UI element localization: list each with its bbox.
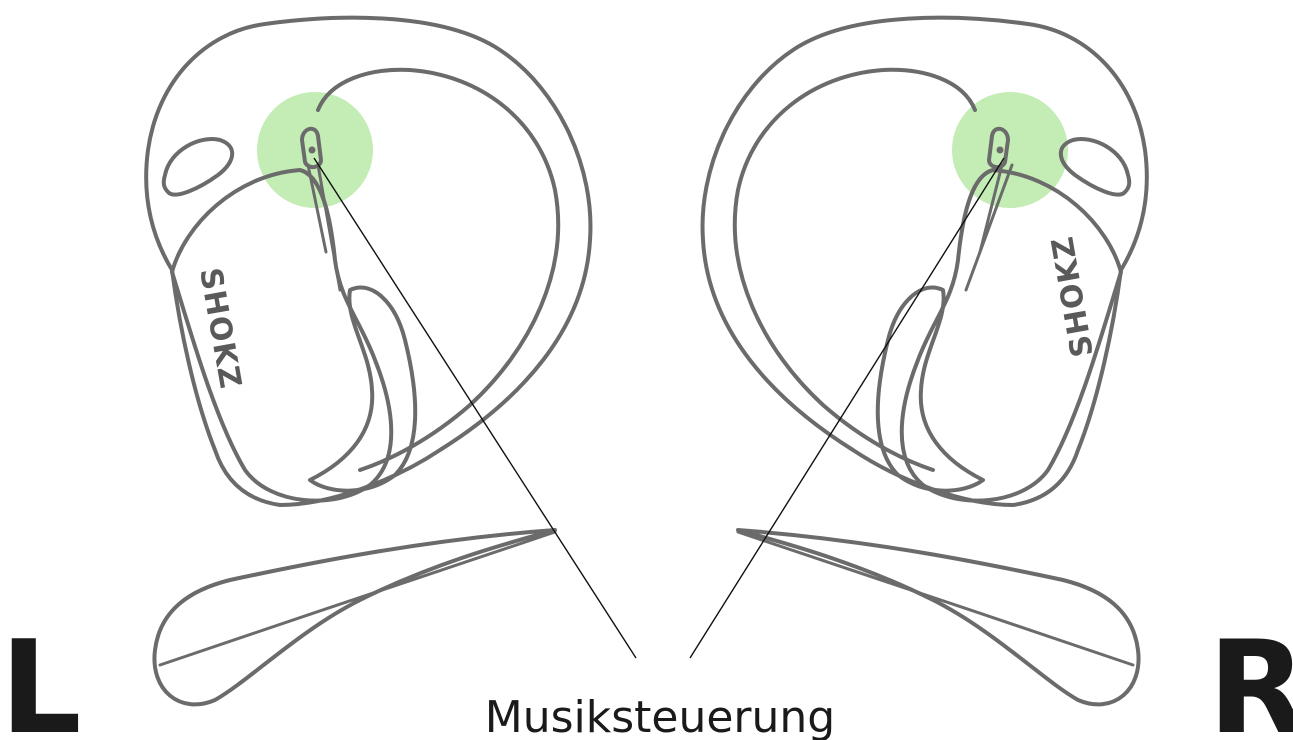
left-side-label: L: [0, 614, 82, 740]
right-earbud-outer-outline: [700, 15, 1149, 507]
right-leader-line: [689, 157, 1005, 659]
right-button-dot: [996, 146, 1004, 154]
right-earbud: SHOKZ: [700, 15, 1149, 707]
left-earbud: SHOKZ: [144, 15, 593, 707]
right-earbud-tail: [736, 528, 1141, 707]
right-sensor-slot: [1058, 137, 1132, 197]
left-sensor-slot: [161, 137, 235, 197]
left-earbud-tail-line: [158, 530, 557, 667]
button-caption: Musiksteuerung: [485, 692, 835, 740]
left-brand-text: SHOKZ: [192, 265, 248, 391]
left-leader-line: [313, 157, 637, 659]
left-earbud-pod: [308, 285, 418, 493]
right-earbud-pod: [875, 285, 985, 493]
right-earbud-tail-line: [736, 530, 1135, 667]
left-earbud-body-outline: [170, 168, 394, 503]
left-earbud-inner-arc: [316, 67, 561, 472]
right-earbud-body-outline: [899, 168, 1123, 503]
right-brand-text: SHOKZ: [1045, 233, 1101, 359]
left-earbud-stem: [306, 163, 342, 292]
left-earbud-outer-outline: [144, 15, 593, 507]
left-earbud-tail: [152, 528, 557, 707]
right-earbud-stem: [964, 163, 1014, 292]
right-button-highlight: [952, 92, 1068, 208]
left-button-icon: [300, 126, 323, 169]
right-button-icon: [987, 126, 1010, 169]
left-button-dot: [308, 146, 316, 154]
right-side-label: R: [1208, 614, 1293, 740]
right-earbud-inner-arc: [732, 67, 977, 472]
